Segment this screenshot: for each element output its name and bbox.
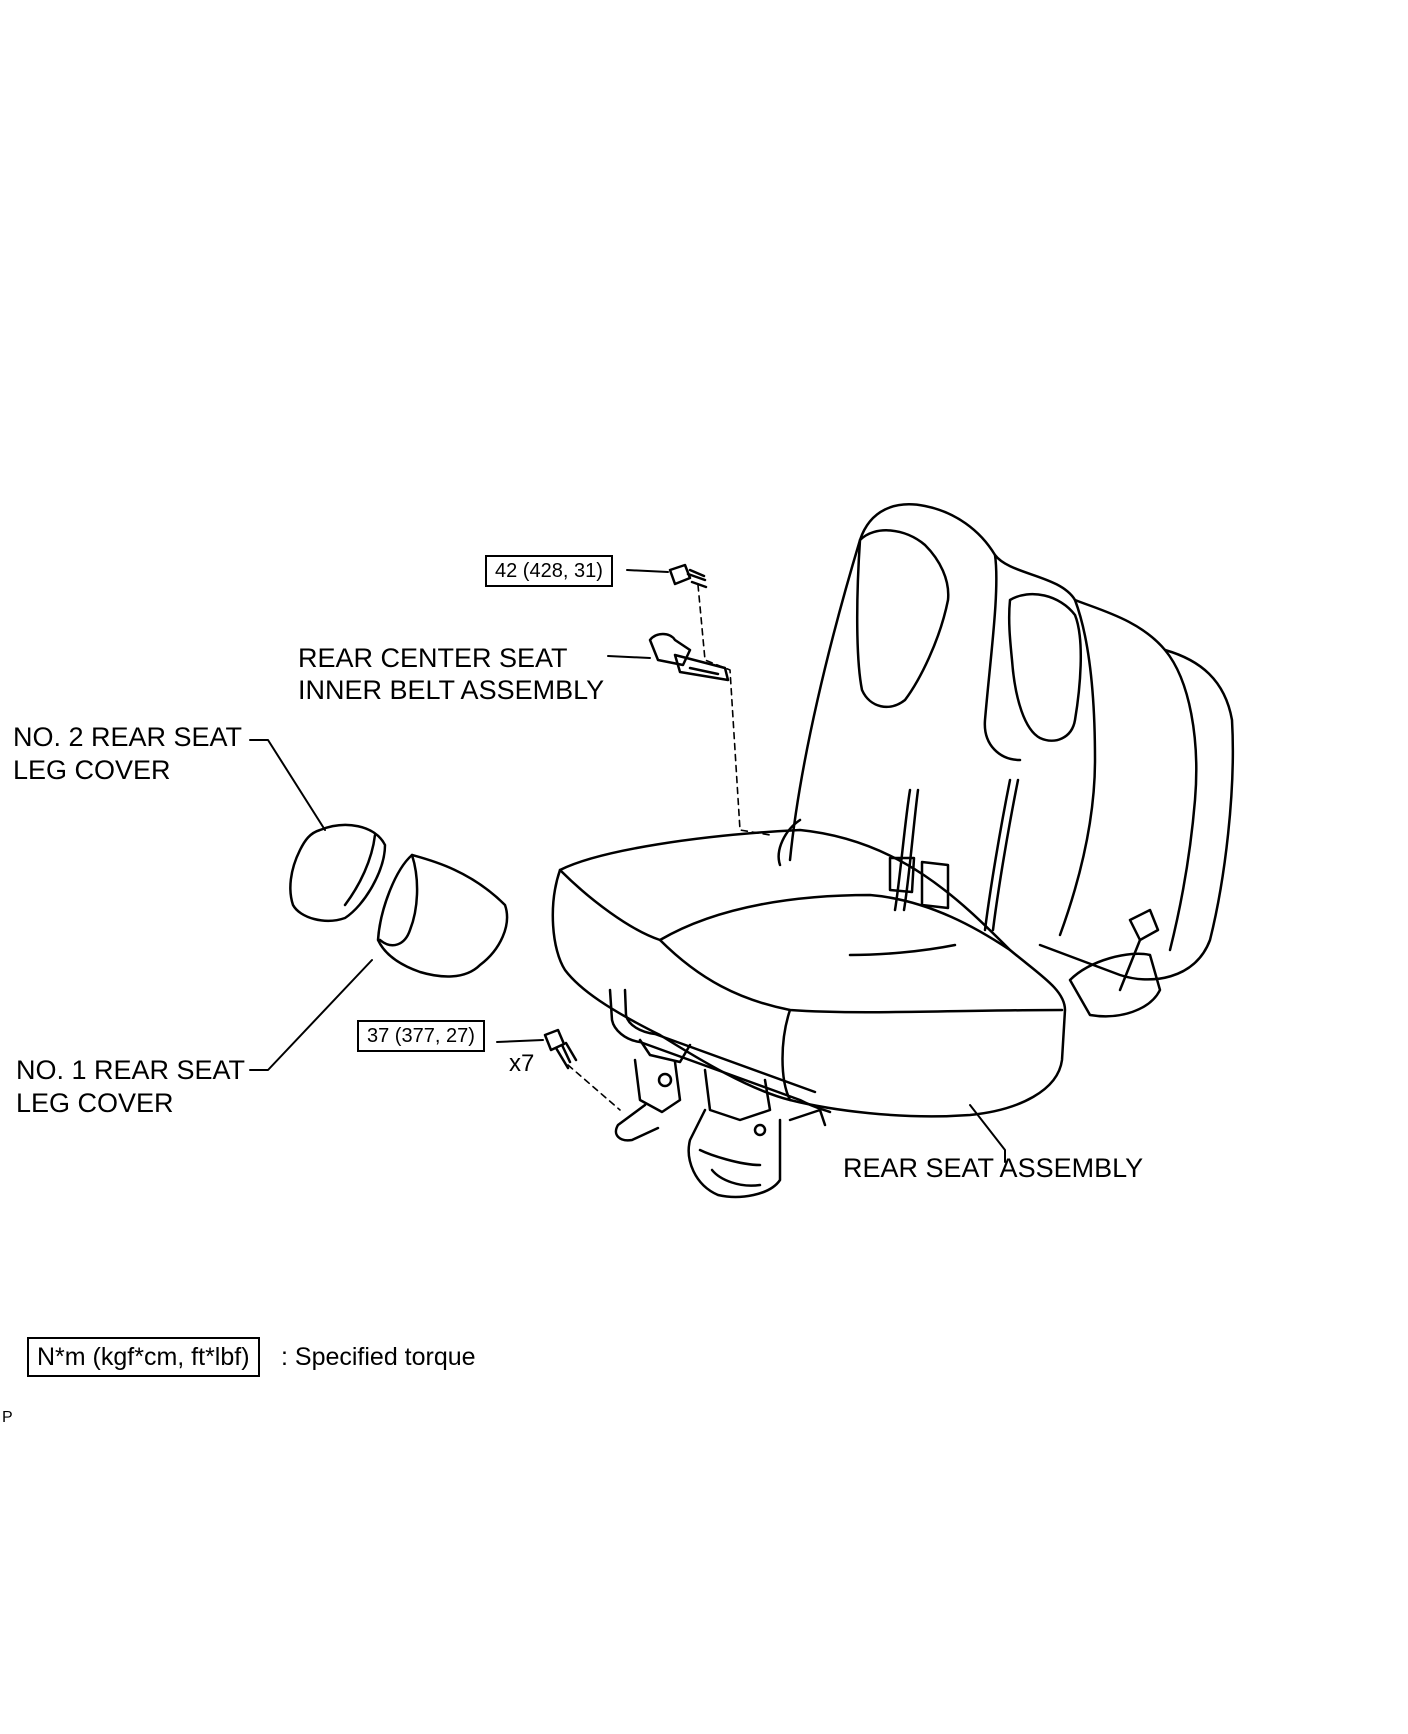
assembly-dashed-lines: [567, 584, 771, 1111]
seat-back: [777, 503, 1235, 981]
leg-bolt-icon: [543, 1028, 578, 1070]
no1-leg-cover-label-line2: LEG COVER: [16, 1088, 174, 1118]
center-buckles: [888, 856, 950, 910]
belt-bolt-torque-box: 42 (428, 31): [485, 555, 613, 587]
leg-bolt-quantity: x7: [509, 1050, 535, 1077]
belt-buckle-part: [648, 632, 730, 682]
belt-assembly-label-line1: REAR CENTER SEAT: [298, 643, 568, 673]
no1-leg-cover-label-line1: NO. 1 REAR SEAT: [16, 1055, 246, 1085]
torque-unit-legend-box: N*m (kgf*cm, ft*lbf): [27, 1337, 260, 1377]
no2-leg-cover: [289, 823, 387, 922]
belt-assembly-label-line2: INNER BELT ASSEMBLY: [298, 675, 605, 705]
rear-seat-assembly-label: REAR SEAT ASSEMBLY: [843, 1153, 1144, 1183]
belt-bolt-icon: [668, 563, 708, 589]
no2-leg-cover-label-line1: NO. 2 REAR SEAT: [13, 722, 243, 752]
leg-bolt-torque-box: 37 (377, 27): [357, 1020, 485, 1052]
no1-leg-cover: [376, 853, 509, 978]
figure-code: P: [2, 1409, 13, 1426]
seat-frame: [608, 988, 832, 1199]
seat-cushion: [551, 828, 1067, 1118]
no2-leg-cover-label-line2: LEG COVER: [13, 755, 171, 785]
leader-lines: [249, 569, 1006, 1163]
right-hinge-bracket: [1068, 908, 1162, 1018]
torque-legend-description: : Specified torque: [281, 1343, 476, 1371]
